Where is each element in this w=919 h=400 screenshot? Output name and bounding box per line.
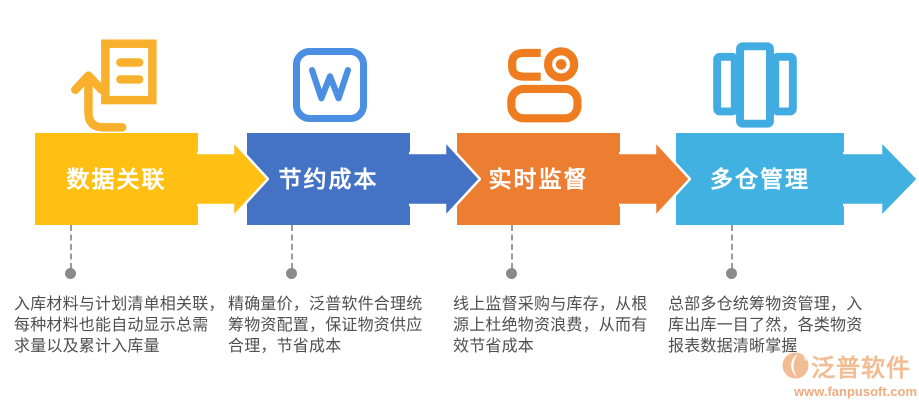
step-description: 总部多仓统筹物资管理，入 库出库一目了然，各类物资 报表数据清晰掌握 xyxy=(668,296,863,355)
connector-line xyxy=(291,225,293,269)
step-label: 多仓管理 xyxy=(710,166,810,192)
step-banner: 数据关联 xyxy=(35,133,198,225)
connector-dot xyxy=(65,268,76,279)
step-banner: 节约成本 xyxy=(247,133,410,225)
step-label: 节约成本 xyxy=(278,166,379,192)
flow-arrow-icon xyxy=(843,140,919,218)
step-description: 入库材料与计划清单相关联， 每种材料也能自动显示总需 求量以及累计入库量 xyxy=(14,296,225,355)
connector-line xyxy=(731,225,733,269)
warehouse-cabinets-icon xyxy=(713,42,797,128)
connector-dot xyxy=(506,268,517,279)
step-banner: 多仓管理 xyxy=(676,133,844,225)
connector-dot xyxy=(726,268,737,279)
watermark: 泛普软件 www.fanpusoft.com xyxy=(782,348,917,399)
flow-arrow-icon xyxy=(409,140,481,218)
flow-arrow-icon xyxy=(197,140,269,218)
step-description: 精确量价，泛普软件合理统 筹物资配置，保证物资供应 合理，节省成本 xyxy=(228,296,423,355)
connector-line xyxy=(511,225,513,269)
document-upload-icon xyxy=(71,39,157,132)
flow-arrow-icon xyxy=(619,140,691,218)
watermark-url: www.fanpusoft.com xyxy=(794,384,918,399)
fanpu-logo-icon xyxy=(782,352,809,379)
connector-dot xyxy=(286,268,297,279)
surveillance-camera-icon xyxy=(507,47,582,123)
step-label: 实时监督 xyxy=(488,166,589,192)
connector-line xyxy=(70,225,72,269)
step-description: 线上监督采购与库存，从根 源上杜绝物资浪费，从而有 效节省成本 xyxy=(453,296,648,355)
step-banner: 实时监督 xyxy=(457,133,620,225)
watermark-brand: 泛普软件 xyxy=(811,355,911,382)
w-document-icon xyxy=(292,47,368,123)
step-label: 数据关联 xyxy=(66,166,167,192)
